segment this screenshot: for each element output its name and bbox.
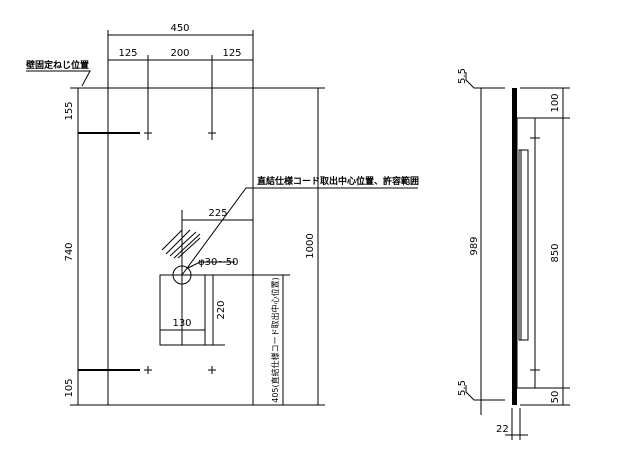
screw-marks — [144, 129, 216, 374]
width-dim-lines — [108, 34, 253, 61]
front-view: 450 125 200 125 壁固定ねじ位置 155 740 105 1000… — [26, 23, 419, 406]
dim-155: 155 — [64, 101, 75, 120]
dim-450: 450 — [170, 23, 189, 34]
screw-lines — [78, 132, 140, 371]
dim-740: 740 — [64, 242, 75, 261]
dim-850: 850 — [550, 243, 561, 262]
dim-130: 130 — [172, 318, 191, 329]
dim-22: 22 — [496, 424, 509, 435]
top-gap: 5.5 — [457, 68, 468, 84]
dim-225: 225 — [208, 208, 227, 219]
dim-220: 220 — [216, 300, 227, 319]
diameter-leader — [187, 261, 235, 269]
dim-989: 989 — [469, 236, 480, 255]
height-dim-line — [253, 87, 325, 406]
side-dim-lines — [520, 87, 570, 406]
dim-1000: 1000 — [305, 233, 316, 258]
dim-405: 405(直結仕様コード取出中心位置) — [270, 277, 280, 403]
screw-position-label: 壁固定ねじ位置 — [26, 59, 89, 71]
gap-leaders — [465, 72, 505, 401]
left-dim-line — [70, 87, 108, 405]
depth-dim-line — [505, 408, 528, 440]
channel — [518, 149, 529, 341]
cord-dim-lines — [160, 210, 253, 345]
dim-405-line — [190, 274, 290, 405]
cord-position-label: 直結仕様コード取出中心位置、許容範囲 — [257, 175, 419, 187]
dim-125-left: 125 — [118, 48, 137, 59]
hatch — [161, 229, 201, 259]
dim-200: 200 — [170, 48, 189, 59]
body-side — [516, 117, 536, 389]
side-view: 5.5 5.5 989 100 850 50 22 — [457, 68, 570, 440]
dim-105: 105 — [64, 378, 75, 397]
bottom-gap: 5.5 — [457, 380, 468, 396]
panel-side — [512, 88, 517, 405]
dim-50: 50 — [550, 391, 561, 404]
screw-leader — [26, 70, 91, 87]
panel-outline — [107, 87, 254, 406]
channel-details — [520, 137, 540, 371]
cord-leader — [181, 187, 418, 276]
dim-100: 100 — [550, 93, 561, 112]
extension-lines — [107, 30, 254, 140]
dim-125-right: 125 — [222, 48, 241, 59]
